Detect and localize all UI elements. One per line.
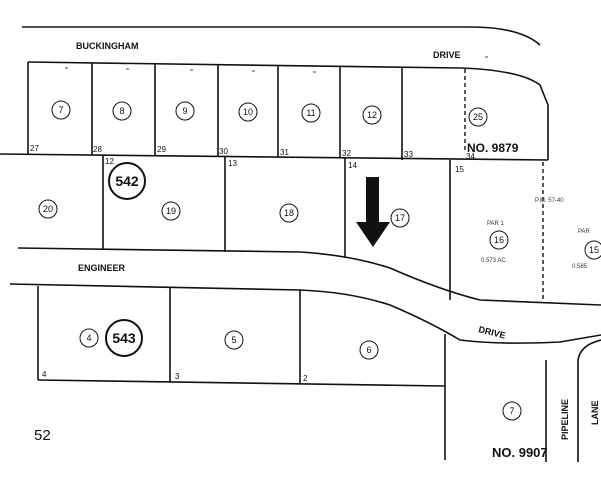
buckingham-drive-north-edge: [22, 26, 541, 46]
svg-text:12: 12: [367, 110, 377, 120]
lot-8-top: 8: [112, 101, 132, 121]
lot-15-mid: 15: [584, 240, 601, 260]
corner-3: 3: [175, 372, 180, 381]
lot-19-mid: 19: [161, 201, 181, 221]
parcel-15-pm-label: P.M. 57-40: [535, 198, 564, 204]
svg-text:542: 542: [115, 173, 139, 189]
parcel-16-acreage: 0.573 AC: [481, 258, 506, 264]
lot-12-top: 12: [362, 105, 382, 125]
svg-text:9: 9: [182, 106, 187, 116]
engineer-drive-south-edge: [9, 283, 601, 344]
svg-text:5: 5: [231, 335, 236, 345]
svg-text:18: 18: [284, 208, 294, 218]
parcel-15-acreage: 0.585: [572, 264, 588, 270]
lot-25-top: 25: [468, 107, 488, 127]
svg-text:15: 15: [589, 245, 599, 255]
svg-text:11: 11: [306, 108, 315, 118]
block-543: 543: [105, 319, 143, 357]
dimension-ticks: [65, 56, 488, 73]
drive-top-label: DRIVE: [433, 50, 461, 60]
corner-2: 2: [303, 374, 308, 383]
svg-text:7: 7: [509, 406, 514, 416]
lot-10-top: 10: [238, 102, 258, 122]
lot-5-bottom: 5: [224, 330, 244, 350]
parcel-15-par-label: PAR: [578, 229, 591, 235]
engineer-drive-north-edge: [17, 247, 601, 306]
svg-text:4: 4: [86, 333, 91, 343]
corner-34: 34: [466, 152, 475, 161]
corner-4: 4: [42, 370, 47, 379]
tract-label-9879: NO. 9879: [467, 141, 519, 155]
tract-label-9907: NO. 9907: [492, 445, 548, 460]
corner-31: 31: [280, 148, 289, 157]
lot-9-top: 9: [175, 101, 195, 121]
corner-30: 30: [219, 147, 228, 156]
lot-16-mid: 16: [489, 230, 509, 250]
corner-15: 15: [455, 165, 464, 174]
lane-label: LANE: [590, 401, 600, 426]
lot-7-top: 7: [51, 100, 71, 120]
page-number: 52: [34, 427, 51, 444]
subject-property-arrow: [356, 177, 390, 247]
lot-7-bottom: 7: [502, 401, 522, 421]
lot-20-mid: 20: [38, 199, 58, 219]
svg-text:8: 8: [119, 106, 124, 116]
lot-4-bottom: 4: [79, 328, 99, 348]
svg-text:20: 20: [43, 204, 53, 214]
svg-text:7: 7: [58, 105, 63, 115]
pipeline-lane-east-edge: [577, 339, 601, 462]
bottom-lot-lines: [37, 286, 446, 460]
lot-18-mid: 18: [279, 203, 299, 223]
svg-text:6: 6: [366, 345, 371, 355]
lot-17-mid: 17: [390, 208, 410, 228]
corner-14: 14: [348, 161, 357, 170]
corner-27: 27: [30, 144, 39, 153]
svg-text:10: 10: [243, 107, 253, 117]
corner-29: 29: [157, 145, 166, 154]
corner-33: 33: [404, 150, 413, 159]
lot-6-bottom: 6: [359, 340, 379, 360]
svg-text:543: 543: [112, 330, 136, 346]
middle-lot-lines: [102, 155, 544, 300]
engineer-label: ENGINEER: [78, 263, 126, 273]
pipeline-label: PIPELINE: [560, 399, 570, 440]
svg-text:17: 17: [395, 213, 405, 223]
parcel-16-par-label: PAR 1: [487, 221, 505, 227]
svg-text:19: 19: [166, 206, 176, 216]
corner-32: 32: [342, 149, 351, 158]
svg-text:25: 25: [473, 112, 483, 122]
block-542: 542: [108, 162, 146, 200]
lot-11-top: 11: [301, 103, 321, 123]
drive-mid-label: DRIVE: [478, 324, 507, 340]
svg-text:16: 16: [494, 235, 504, 245]
corner-13: 13: [228, 159, 237, 168]
buckingham-drive-south-edge: [27, 61, 549, 160]
corner-28: 28: [93, 145, 102, 154]
top-lot-lines: [0, 62, 549, 161]
corner-12: 12: [105, 157, 114, 166]
buckingham-label: BUCKINGHAM: [76, 41, 139, 51]
